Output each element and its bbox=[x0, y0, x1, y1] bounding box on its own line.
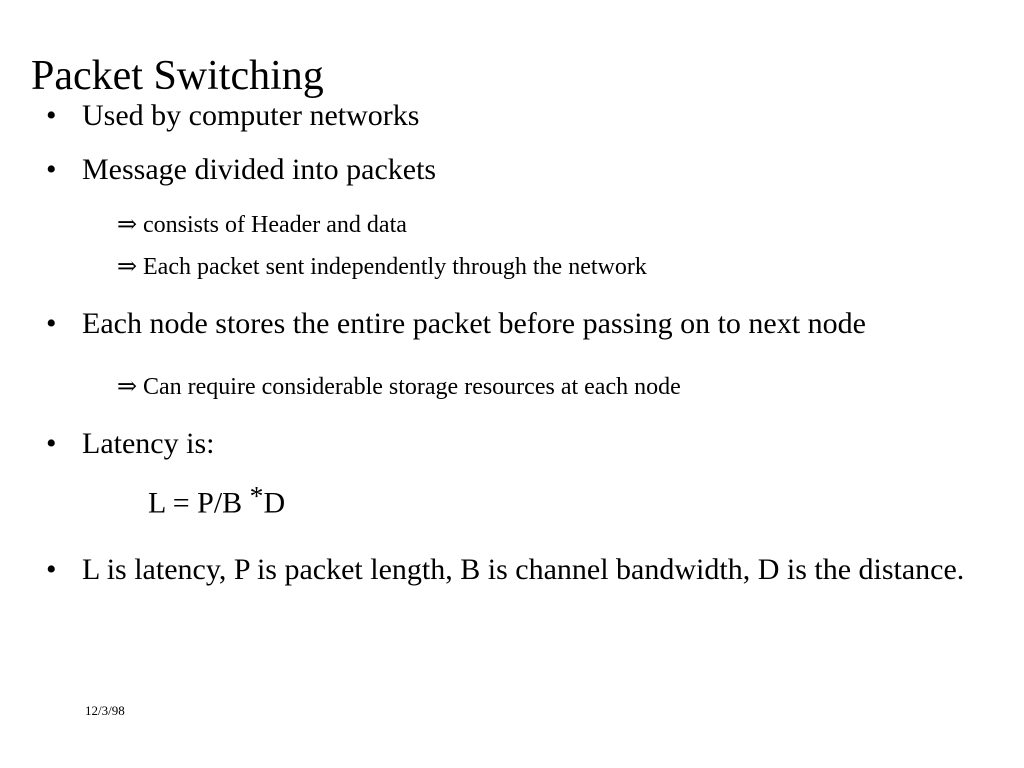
bullet-text: L is latency, P is packet length, B is c… bbox=[82, 552, 965, 586]
slide-title: Packet Switching bbox=[31, 53, 324, 100]
bullet-item: • Each node stores the entire packet bef… bbox=[0, 300, 1024, 348]
bullet-text: Each node stores the entire packet befor… bbox=[82, 307, 866, 340]
bullet-text: Message divided into packets bbox=[82, 153, 437, 186]
sub-bullet-text: Each packet sent independently through t… bbox=[143, 254, 647, 280]
formula-part-before-star: L = P/B bbox=[148, 486, 250, 520]
date-stamp: 12/3/98 bbox=[85, 703, 125, 718]
spacer bbox=[0, 354, 1024, 366]
sub-bullet-item: ⇒ Each packet sent independently through… bbox=[0, 246, 1024, 288]
bullet-marker-dot-icon: • bbox=[46, 552, 57, 586]
formula-asterisk-icon: * bbox=[249, 480, 264, 511]
bullet-text: Used by computer networks bbox=[82, 99, 420, 132]
sub-bullet-text: Can require considerable storage resourc… bbox=[143, 374, 681, 400]
latency-formula: L = P/B *D bbox=[0, 474, 1024, 526]
bullet-item: • L is latency, P is packet length, B is… bbox=[0, 546, 1024, 594]
sub-bullet-item: ⇒ consists of Header and data bbox=[0, 204, 1024, 246]
slide-body: • Used by computer networks • Message di… bbox=[0, 92, 1024, 600]
bullet-marker-double-arrow-icon: ⇒ bbox=[117, 254, 138, 280]
bullet-item: • Message divided into packets bbox=[0, 146, 1024, 194]
bullet-marker-dot-icon: • bbox=[46, 99, 57, 132]
bullet-marker-dot-icon: • bbox=[46, 307, 57, 340]
sub-bullet-item: ⇒ Can require considerable storage resou… bbox=[0, 366, 1024, 408]
bullet-item: • Latency is: bbox=[0, 420, 1024, 468]
bullet-marker-dot-icon: • bbox=[46, 427, 57, 460]
spacer bbox=[0, 408, 1024, 420]
bullet-item: • Used by computer networks bbox=[0, 92, 1024, 140]
bullet-text: Latency is: bbox=[82, 427, 215, 460]
bullet-marker-double-arrow-icon: ⇒ bbox=[117, 374, 138, 400]
spacer bbox=[0, 288, 1024, 300]
formula-part-after-star: D bbox=[263, 486, 286, 520]
sub-bullet-text: consists of Header and data bbox=[143, 212, 407, 238]
bullet-marker-dot-icon: • bbox=[46, 153, 57, 186]
bullet-marker-double-arrow-icon: ⇒ bbox=[117, 212, 138, 238]
spacer bbox=[0, 530, 1024, 546]
